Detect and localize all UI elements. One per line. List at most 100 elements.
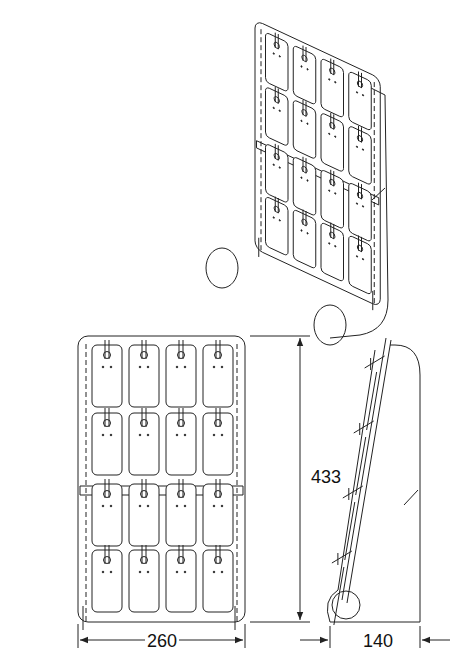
dot — [139, 505, 141, 507]
dot — [307, 68, 308, 70]
dot — [273, 53, 274, 55]
hole — [302, 109, 307, 117]
dot — [221, 434, 223, 436]
hook — [105, 340, 109, 359]
card — [92, 550, 122, 612]
card — [166, 550, 196, 612]
dot — [139, 571, 141, 573]
hook — [142, 408, 146, 427]
hook — [142, 545, 146, 564]
hook — [303, 157, 306, 174]
dot — [213, 434, 215, 436]
dot — [301, 230, 302, 232]
card — [266, 32, 289, 92]
hook — [359, 236, 362, 253]
hook — [179, 408, 183, 427]
card — [129, 413, 159, 475]
dot — [147, 366, 149, 368]
dot — [102, 505, 104, 507]
dimension-value: 140 — [361, 632, 395, 652]
dot — [279, 110, 280, 112]
dot — [301, 120, 302, 122]
hook — [275, 144, 278, 161]
hole — [215, 557, 222, 564]
hole — [330, 178, 335, 186]
dot — [362, 205, 363, 207]
hole — [178, 491, 185, 498]
dot — [213, 571, 215, 573]
hole — [357, 80, 362, 88]
hook — [216, 545, 220, 564]
card — [349, 71, 372, 131]
dot — [329, 133, 330, 135]
hole — [357, 135, 362, 143]
card — [92, 345, 122, 407]
dot — [362, 258, 363, 260]
dimension-value: 433 — [309, 468, 343, 488]
card — [203, 550, 233, 612]
hole — [357, 191, 362, 199]
hook — [105, 408, 109, 427]
dot — [301, 177, 302, 179]
card — [166, 413, 196, 475]
dot — [335, 81, 336, 83]
side-card — [367, 372, 377, 430]
side-card — [356, 437, 366, 495]
dimension-value: 260 — [145, 632, 179, 652]
hidden-edge — [261, 29, 374, 304]
hole — [178, 420, 185, 427]
dot — [329, 243, 330, 245]
card — [129, 484, 159, 546]
side-hook — [354, 421, 374, 435]
hole — [104, 420, 111, 427]
hook — [331, 223, 334, 240]
hook — [275, 197, 278, 214]
hole — [178, 352, 185, 359]
hook — [105, 545, 109, 564]
dot — [356, 255, 357, 257]
hook — [359, 126, 362, 143]
dot — [307, 180, 308, 182]
back-panel — [78, 336, 245, 622]
dot — [184, 434, 186, 436]
dot — [307, 232, 308, 234]
dot — [176, 571, 178, 573]
card — [266, 87, 289, 147]
hook — [359, 72, 362, 89]
hole — [274, 153, 279, 161]
dot — [356, 203, 357, 205]
card — [129, 345, 159, 407]
side-card — [345, 502, 355, 560]
dot — [273, 164, 274, 166]
hook — [179, 545, 183, 564]
dot — [329, 79, 330, 81]
dot — [335, 245, 336, 247]
dot — [279, 167, 280, 169]
dot — [139, 434, 141, 436]
dot — [279, 55, 280, 57]
dot — [362, 149, 363, 151]
hole — [274, 41, 279, 49]
card — [293, 99, 316, 159]
dot — [147, 571, 149, 573]
dot — [147, 434, 149, 436]
card — [321, 169, 344, 229]
dot — [335, 193, 336, 195]
hook — [105, 479, 109, 498]
dot — [279, 219, 280, 221]
dot — [362, 94, 363, 96]
dot — [176, 434, 178, 436]
hole — [302, 54, 307, 62]
card — [349, 125, 372, 185]
hook — [179, 479, 183, 498]
hook — [142, 479, 146, 498]
hole — [357, 244, 362, 252]
card — [166, 484, 196, 546]
card — [349, 235, 372, 295]
dot — [213, 366, 215, 368]
hole — [302, 218, 307, 226]
side-hook — [365, 356, 385, 370]
hook — [331, 170, 334, 187]
card — [266, 143, 289, 203]
